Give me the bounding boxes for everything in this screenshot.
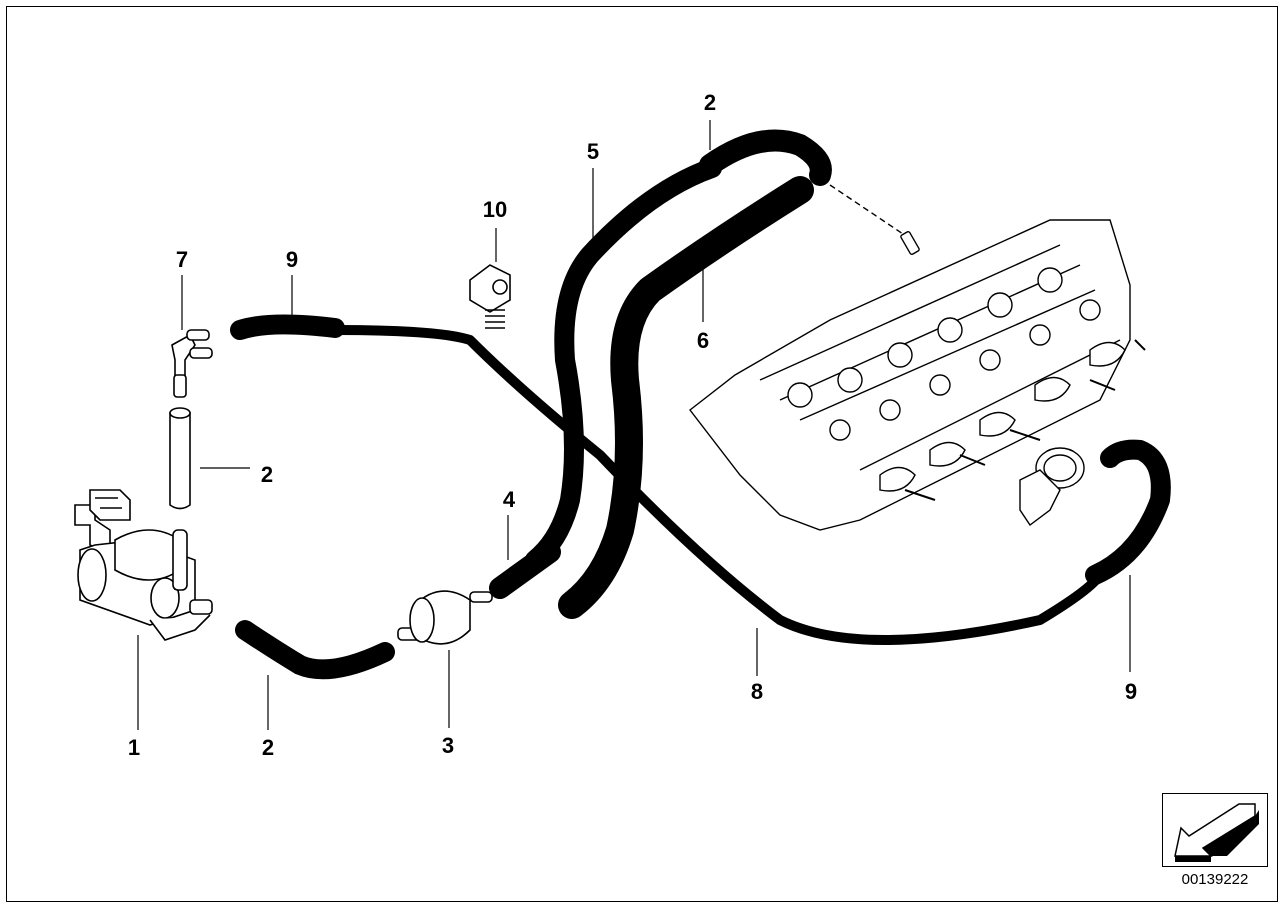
callout-3: 3 (441, 733, 455, 758)
callout-7: 7 (175, 247, 189, 272)
callout-10: 10 (482, 197, 508, 222)
arrow-down-left-icon (1174, 803, 1259, 862)
navigate-back-button[interactable] (1162, 793, 1268, 867)
diagram-id-code: 00139222 (1181, 871, 1249, 888)
cylinder-head (689, 219, 1146, 531)
part-3-filter[interactable] (397, 590, 493, 645)
callout-2-top: 2 (703, 90, 717, 115)
callout-2-bottom: 2 (261, 735, 275, 760)
diagram-frame (6, 6, 1278, 902)
callout-2-middle: 2 (260, 462, 274, 487)
part-2-hose-top-fill (700, 131, 831, 185)
part-2-short-hose-vertical[interactable] (169, 407, 191, 591)
callout-9-left: 9 (285, 247, 299, 272)
part-1-solenoid-valve[interactable] (74, 489, 213, 641)
part-8-long-line-fill (331, 326, 1104, 644)
part-7-t-connector[interactable] (171, 329, 213, 398)
callout-8: 8 (750, 679, 764, 704)
part-5-long-hose-fill (526, 159, 721, 569)
valve-fitting (1019, 447, 1085, 527)
callout-5: 5 (586, 139, 600, 164)
callout-1: 1 (127, 735, 141, 760)
part-10-clip[interactable] (469, 264, 511, 329)
part-2-hose-lower-fill (236, 621, 394, 678)
part-9-hose-left-fill (231, 315, 344, 339)
leader-lines (137, 120, 1131, 730)
bolt (829, 184, 920, 255)
part-9-hose-right-fill (1086, 441, 1170, 584)
part-6-wrapped-hose-fill (559, 177, 813, 618)
callout-6: 6 (696, 328, 710, 353)
callout-9-right: 9 (1124, 679, 1138, 704)
callout-4: 4 (502, 487, 516, 512)
